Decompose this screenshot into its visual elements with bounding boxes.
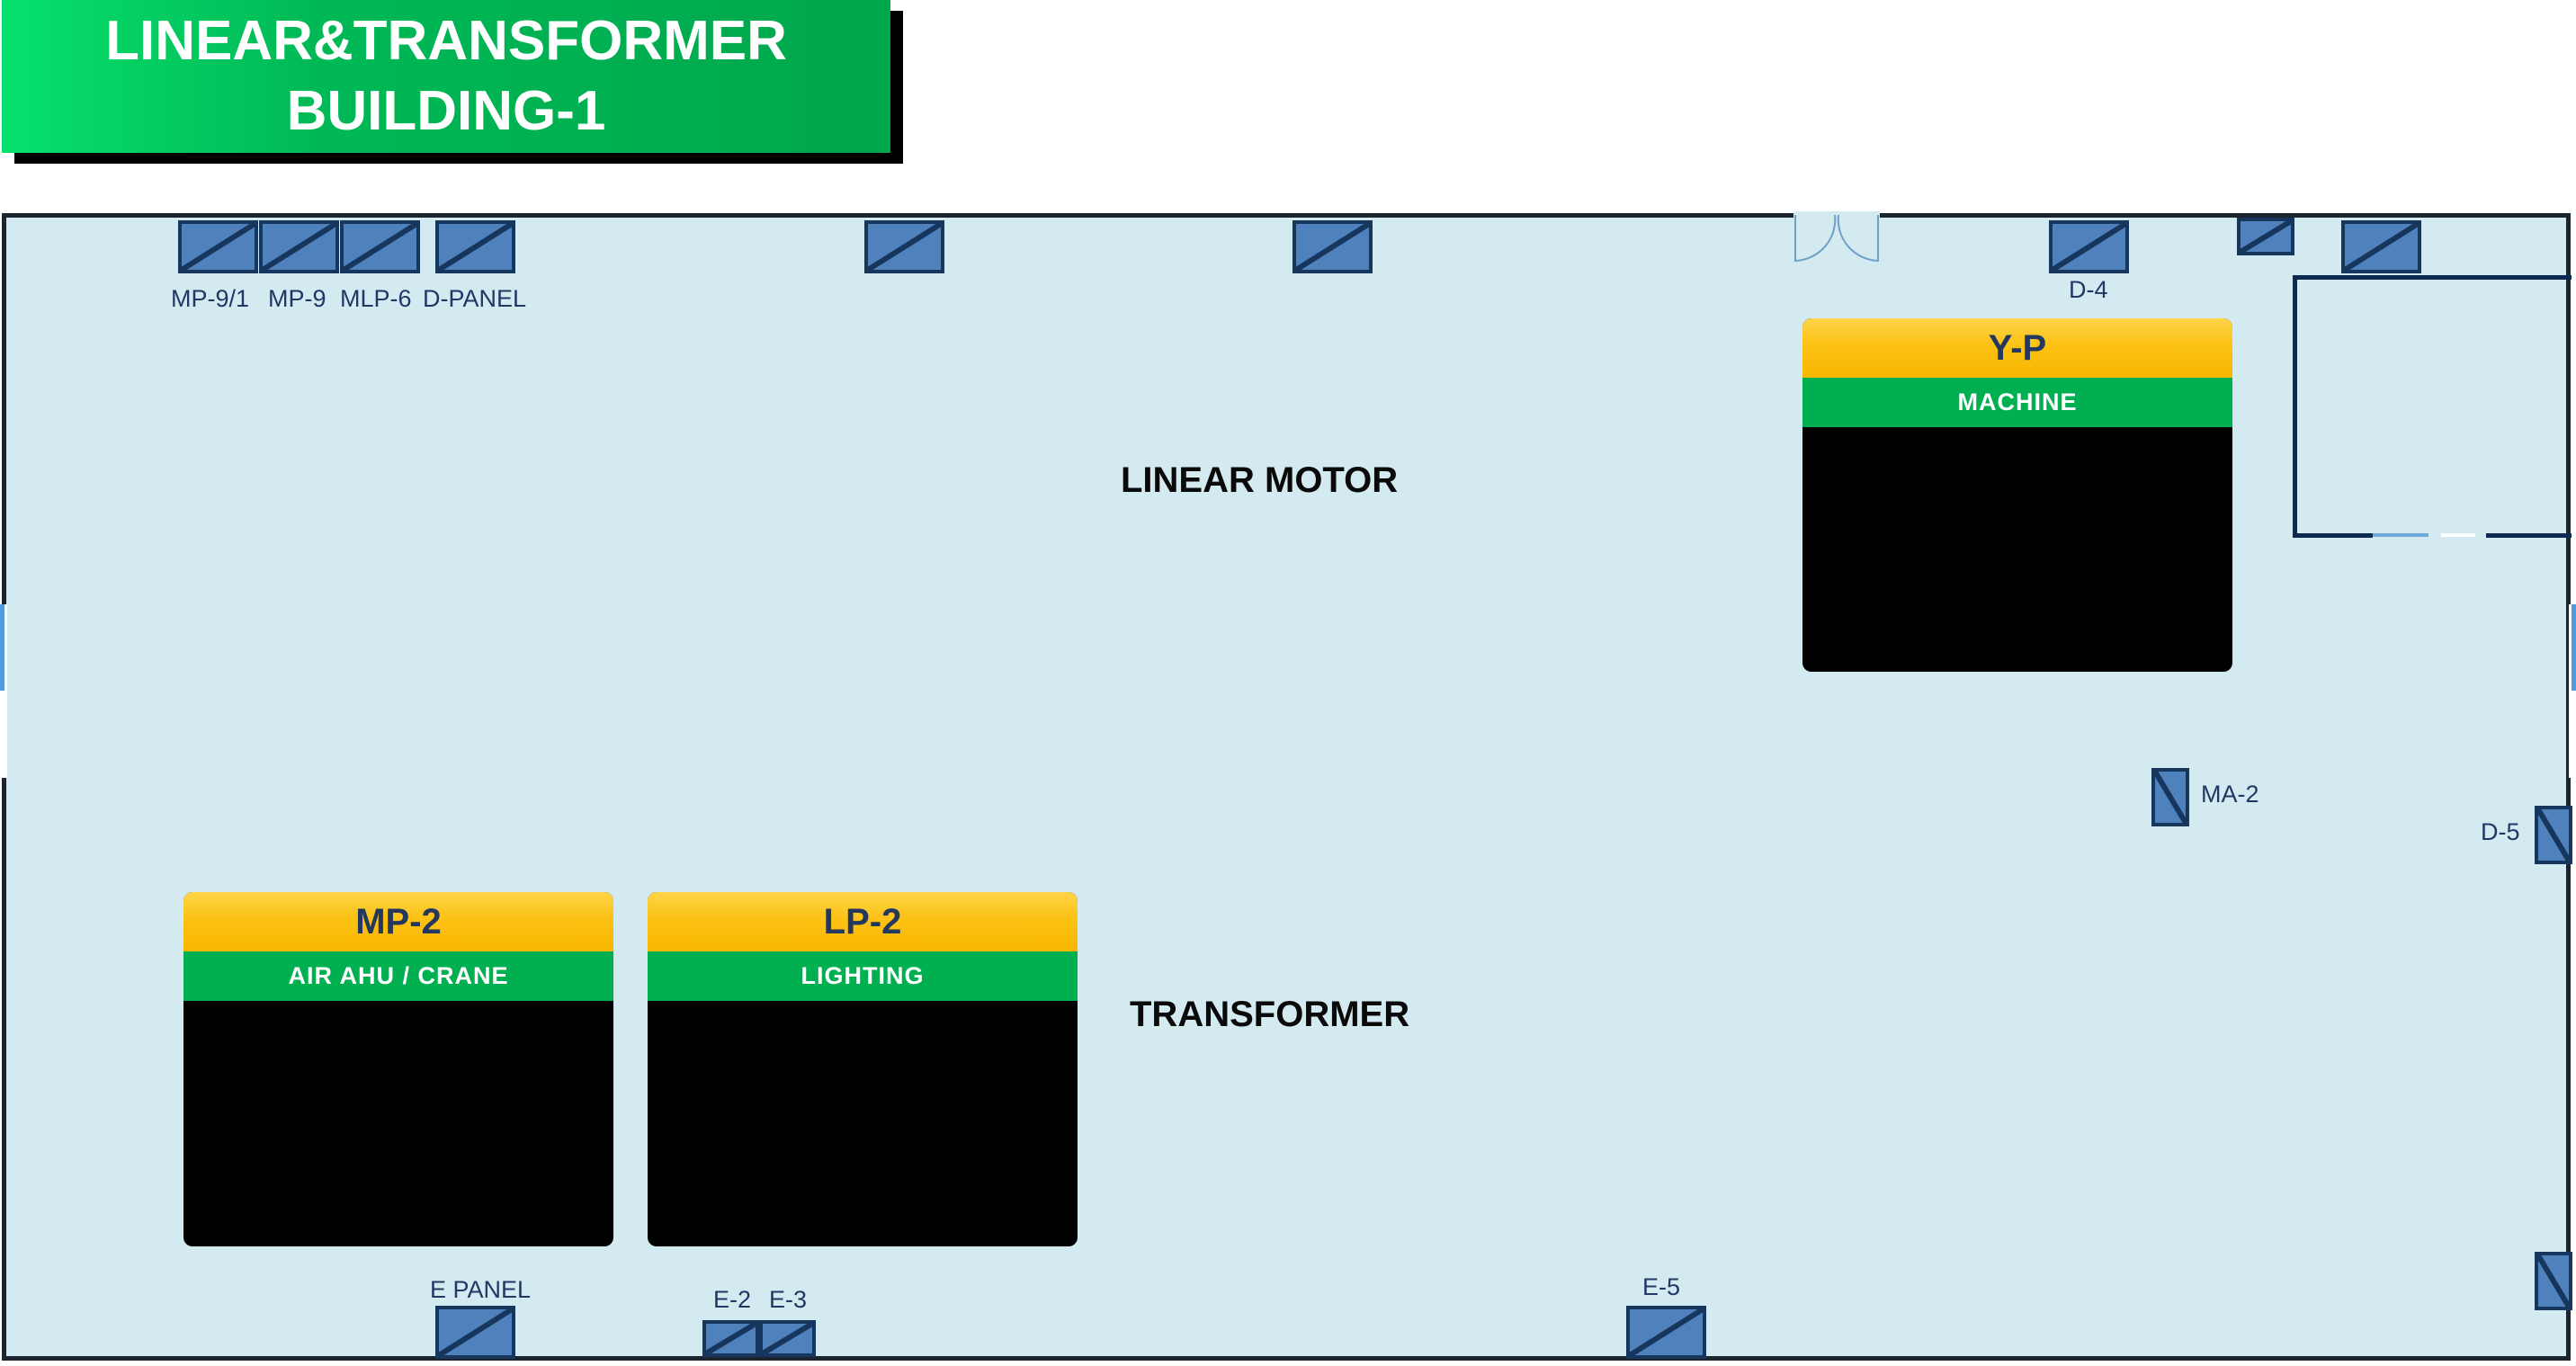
label-d-4: D-4 xyxy=(2069,276,2108,303)
panel-right-bottom[interactable] xyxy=(2535,1252,2572,1310)
panel-e-2[interactable] xyxy=(702,1320,759,1357)
side-room-door[interactable] xyxy=(2373,532,2486,539)
area-linear-motor: LINEAR MOTOR xyxy=(1121,460,1399,500)
panel-mp-9[interactable] xyxy=(259,220,339,273)
card-y-p[interactable]: Y-P MACHINE xyxy=(1802,318,2232,672)
card-lp-2-subtitle: LIGHTING xyxy=(648,951,1078,1001)
label-d-panel: D-PANEL xyxy=(423,285,527,312)
panel-e-panel[interactable] xyxy=(435,1306,515,1359)
card-y-p-title: Y-P xyxy=(1802,318,2232,378)
entry-door-icon[interactable] xyxy=(1793,211,1880,265)
panel-mlp-6[interactable] xyxy=(340,220,420,273)
title-banner: LINEAR&TRANSFORMER BUILDING-1 xyxy=(2,0,890,153)
card-mp-2-subtitle: AIR AHU / CRANE xyxy=(183,951,613,1001)
panel-ma-2[interactable] xyxy=(2151,768,2189,826)
panel-top-unlabeled-1[interactable] xyxy=(864,220,944,273)
panel-e-5[interactable] xyxy=(1626,1306,1706,1359)
title-line-2: BUILDING-1 xyxy=(286,80,606,142)
panel-top-small[interactable] xyxy=(2237,218,2294,255)
card-mp-2[interactable]: MP-2 AIR AHU / CRANE xyxy=(183,892,613,1246)
panel-d-4[interactable] xyxy=(2049,220,2129,273)
label-mp-9-1: MP-9/1 xyxy=(171,285,250,312)
label-d-5: D-5 xyxy=(2481,818,2520,845)
right-wall-opening xyxy=(2569,604,2576,778)
panel-top-right[interactable] xyxy=(2341,220,2421,273)
side-room xyxy=(2293,275,2572,538)
label-mlp-6: MLP-6 xyxy=(340,285,412,312)
label-e-2: E-2 xyxy=(713,1286,752,1313)
panel-d-panel[interactable] xyxy=(435,220,515,273)
panel-d-5[interactable] xyxy=(2535,806,2572,864)
card-y-p-subtitle: MACHINE xyxy=(1802,378,2232,427)
panel-e-3[interactable] xyxy=(759,1320,816,1357)
card-mp-2-title: MP-2 xyxy=(183,892,613,951)
area-transformer: TRANSFORMER xyxy=(1130,995,1410,1034)
label-e-3: E-3 xyxy=(769,1286,808,1313)
card-lp-2-title: LP-2 xyxy=(648,892,1078,951)
label-e-5: E-5 xyxy=(1642,1273,1681,1300)
label-ma-2: MA-2 xyxy=(2201,781,2259,808)
label-e-panel: E PANEL xyxy=(430,1276,532,1303)
card-lp-2[interactable]: LP-2 LIGHTING xyxy=(648,892,1078,1246)
left-wall-opening xyxy=(0,604,7,778)
panel-top-unlabeled-2[interactable] xyxy=(1292,220,1373,273)
panel-mp-9-1[interactable] xyxy=(178,220,258,273)
label-mp-9: MP-9 xyxy=(268,285,326,312)
title-line-1: LINEAR&TRANSFORMER xyxy=(105,10,787,72)
